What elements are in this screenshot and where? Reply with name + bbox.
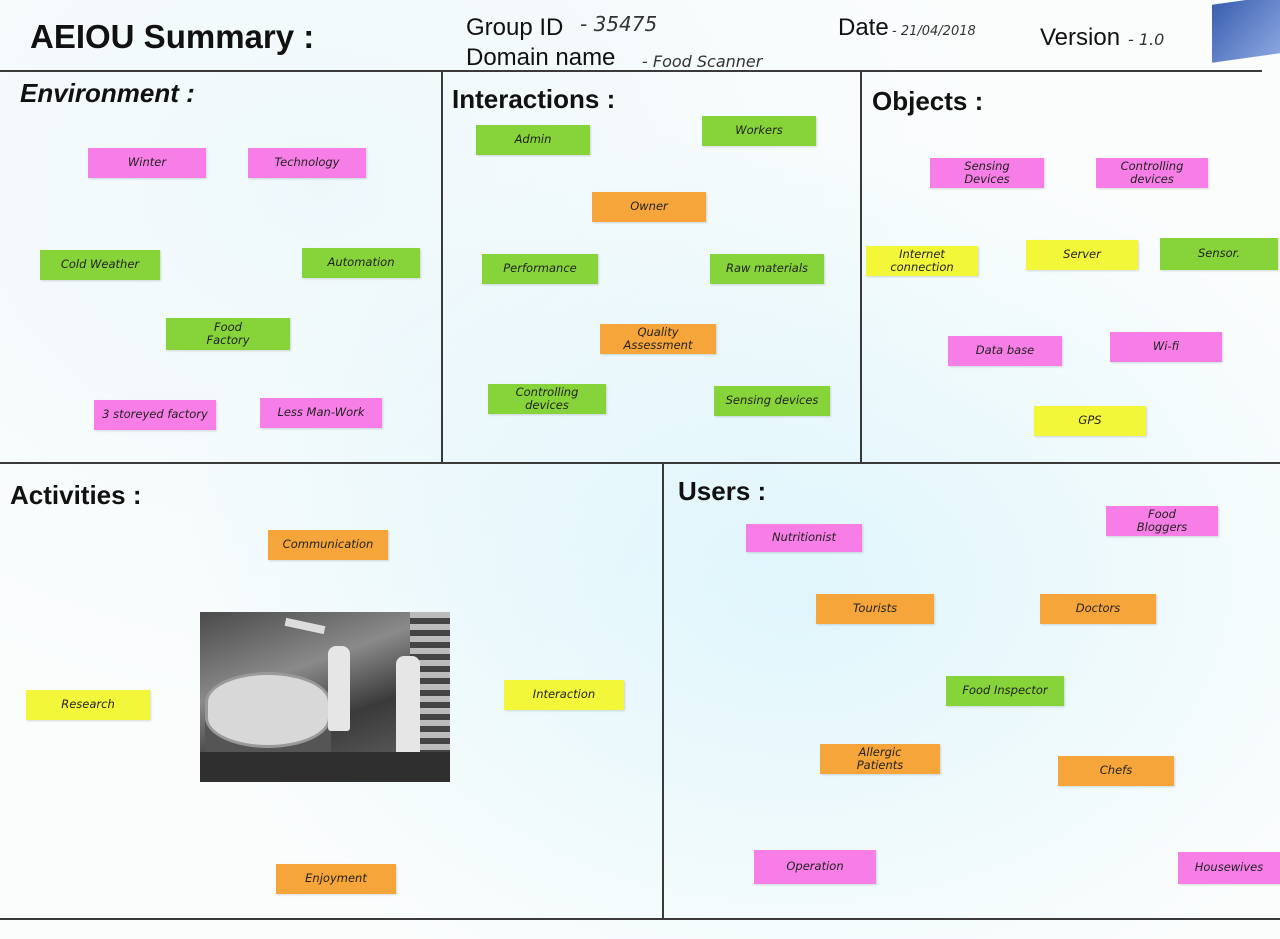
book-corner [1212,0,1280,63]
page-title: AEIOU Summary : [30,18,315,55]
sticky-note: Interaction [504,680,624,710]
sticky-note: GPS [1034,406,1146,436]
version-label: Version [1040,24,1121,51]
users-title: Users : [678,476,767,506]
sticky-note: Controlling devices [488,384,606,414]
sticky-note: Cold Weather [40,250,160,280]
factory-photo [200,612,450,782]
sticky-note: Less Man-Work [260,398,382,428]
sticky-note: Sensor. [1160,238,1278,270]
sticky-note: Nutritionist [746,524,862,552]
sticky-note: Operation [754,850,876,884]
bottom-border [0,918,1280,920]
sticky-note: 3 storeyed factory [94,400,216,430]
domain-name-label: Domain name [466,44,616,71]
act-users-divider [662,464,664,918]
sticky-note: Enjoyment [276,864,396,894]
sticky-note: Admin [476,125,590,155]
sticky-note: Sensing Devices [930,158,1044,188]
sticky-note: Food Factory [166,318,290,350]
sticky-note: Internet connection [866,246,978,276]
version-value: - 1.0 [1128,30,1165,49]
environment-title: Environment : [20,78,195,108]
objects-title: Objects : [872,86,984,116]
env-int-divider [441,72,443,462]
sticky-note: Performance [482,254,598,284]
int-obj-divider [860,72,862,462]
sticky-note: Housewives [1178,852,1280,884]
activities-title: Activities : [10,480,142,510]
sticky-note: Doctors [1040,594,1156,624]
sticky-note: Winter [88,148,206,178]
sticky-note: Automation [302,248,420,278]
group-id-value: - 35475 [580,12,658,36]
sticky-note: Food Bloggers [1106,506,1218,536]
sticky-note: Controlling devices [1096,158,1208,188]
sticky-note: Communication [268,530,388,560]
group-id-label: Group ID [466,14,564,41]
sticky-note: Sensing devices [714,386,830,416]
sticky-note: Wi-fi [1110,332,1222,362]
sticky-note: Workers [702,116,816,146]
sticky-note: Chefs [1058,756,1174,786]
sticky-note: Technology [248,148,366,178]
sticky-note: Food Inspector [946,676,1064,706]
header-divider [0,70,1262,72]
sticky-note: Tourists [816,594,934,624]
date-value: - 21/04/2018 [892,24,976,39]
sticky-note: Data base [948,336,1062,366]
sticky-note: Owner [592,192,706,222]
date-label: Date [838,14,889,41]
domain-name-value: - Food Scanner [642,52,763,71]
sticky-note: Quality Assessment [600,324,716,354]
middle-divider [0,462,1280,464]
sticky-note: Allergic Patients [820,744,940,774]
sticky-note: Server [1026,240,1138,270]
interactions-title: Interactions : [452,84,616,114]
sticky-note: Raw materials [710,254,824,284]
sticky-note: Research [26,690,150,720]
